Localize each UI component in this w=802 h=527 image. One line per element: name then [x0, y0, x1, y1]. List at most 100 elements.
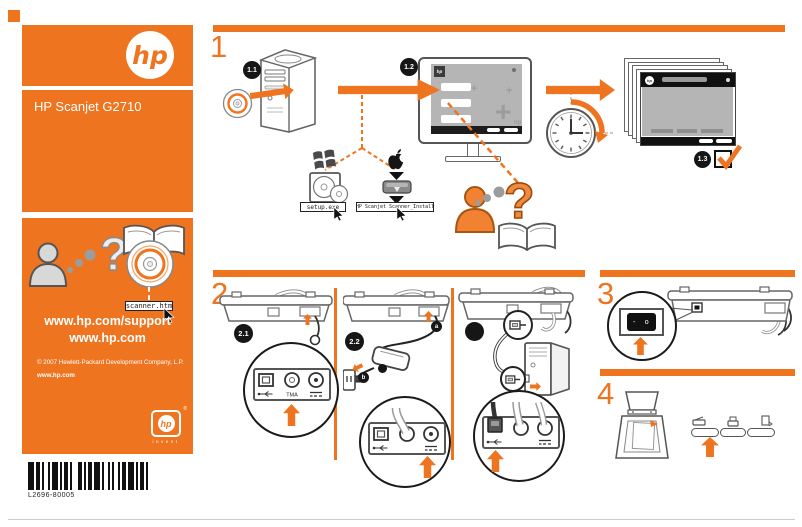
watermark-plus: + [495, 96, 512, 127]
installer-option-button [441, 99, 471, 107]
cursor-icon [333, 207, 344, 221]
badge-1-3: 1.3 [694, 151, 711, 168]
rear-ports-panel [482, 402, 560, 449]
installer-option-button [441, 83, 471, 91]
progress-dash [701, 129, 723, 133]
power-switch: - o [627, 313, 656, 331]
copy-button-icon [727, 416, 739, 427]
badge-2-2: 2.2 [345, 332, 364, 351]
callout-a: a [431, 321, 442, 332]
tma-port-arrow [283, 404, 300, 426]
window-title-bar: hp [641, 73, 735, 87]
cd-case-icon [309, 172, 349, 204]
corner-mark [8, 10, 20, 22]
usb-port-arrow [487, 450, 504, 472]
checkmark-icon [717, 144, 743, 170]
invent-tagline: invent [152, 439, 180, 444]
thought-dots-icon [67, 249, 96, 273]
installer-screen: hp + + + hp [431, 64, 522, 134]
dc-power-symbol-icon [310, 391, 322, 397]
power-switch-zoom: - o [607, 291, 677, 361]
apple-logo-icon [388, 149, 404, 170]
scan-button-icon [692, 416, 706, 426]
part-number: L2696-80005 [28, 492, 75, 499]
sidebar-help-block: ? scanner.htm www.hp.com/support www.hp.… [22, 218, 193, 454]
window-dot [725, 77, 730, 82]
usb-plug-zoom [500, 366, 526, 392]
clock-ticks [552, 114, 590, 152]
dc-power-symbol-icon [539, 439, 551, 445]
scanner-rear-tma [219, 289, 333, 346]
tma-port-label: TMA [286, 393, 298, 399]
ports-zoom-2-3 [473, 390, 565, 482]
installer-cancel-button [504, 128, 518, 132]
window-finish-button [716, 139, 732, 143]
disk-image-icon [382, 180, 412, 194]
scan-button-arrow [701, 437, 719, 457]
clock-icon [546, 92, 614, 158]
cursor-icon [396, 207, 407, 221]
cursor-icon [163, 308, 175, 323]
window-bottom-bar [641, 137, 735, 145]
watermark-plus: + [471, 83, 478, 95]
question-mark-icon: ? [504, 173, 535, 229]
mac-installer-label: HP Scanjet Scanner_Install [356, 202, 434, 212]
switch-arrow [633, 337, 648, 355]
invent-logo-text: hp [160, 418, 172, 429]
usb-plug-zoom [503, 310, 533, 340]
step4-number: 4 [597, 376, 615, 411]
document-on-glass [631, 421, 656, 451]
page-edge-line [8, 519, 795, 520]
window-body [642, 87, 733, 136]
window-hp-logo-icon: hp [645, 75, 654, 85]
monitor: hp + + + hp [418, 57, 532, 144]
install-branch-dashes [324, 95, 397, 171]
cd-file-label: scanner.htm [125, 301, 173, 311]
thought-dots-icon [475, 186, 505, 206]
install-progress-window: hp [640, 72, 736, 146]
callout-dash [148, 287, 150, 300]
screen-dot [512, 68, 516, 72]
usb-plug-icon [505, 374, 521, 384]
person-icon [28, 242, 68, 287]
down-arrow-icon [389, 196, 404, 204]
usb-symbol-icon [257, 391, 273, 397]
installer-next-button [487, 128, 500, 132]
screen-hp-logo-icon: hp [434, 66, 445, 77]
home-url: www.hp.com [69, 331, 146, 345]
barcode [28, 462, 148, 490]
sidebar-title-block: HP Scanjet G2710 [22, 90, 193, 212]
progress-dash [651, 129, 673, 133]
installer-bottom-bar [431, 126, 522, 134]
callout-dot [378, 364, 387, 373]
share-button [747, 428, 775, 437]
support-url: www.hp.com/support [44, 314, 171, 328]
window-title-placeholder [662, 77, 707, 82]
copyright-text: © 2007 Hewlett-Packard Development Compa… [37, 359, 184, 366]
windows-logo-icon [313, 149, 337, 170]
copy-button [720, 428, 746, 437]
callout-b: b [358, 372, 369, 383]
power-plug-arrow [424, 311, 433, 322]
cd-small-icon [222, 88, 253, 119]
badge-1-2: 1.2 [400, 58, 418, 76]
windows-installer-label: setup.exe [300, 202, 346, 212]
hp-logo-text: hp [132, 40, 168, 70]
down-arrow-icon [389, 172, 404, 180]
help-user-illustration: ? [454, 172, 556, 252]
hp-logo-icon: hp [126, 31, 174, 79]
usb-symbol-icon [372, 445, 388, 451]
ports-zoom-2-2 [359, 396, 451, 488]
usb-cable [490, 402, 498, 419]
scanner-rear-power [343, 289, 450, 391]
switch-marks: - o [632, 318, 651, 326]
step1-rule [213, 25, 785, 32]
tma-plug-arrow [303, 314, 312, 325]
dc-power-symbol-icon [425, 445, 437, 451]
help-illustration: ? [28, 224, 185, 288]
step2-divider [451, 288, 454, 460]
installer-option-button [441, 115, 471, 123]
rear-ports-panel: TMA [253, 368, 331, 401]
step4-rule [600, 369, 795, 376]
